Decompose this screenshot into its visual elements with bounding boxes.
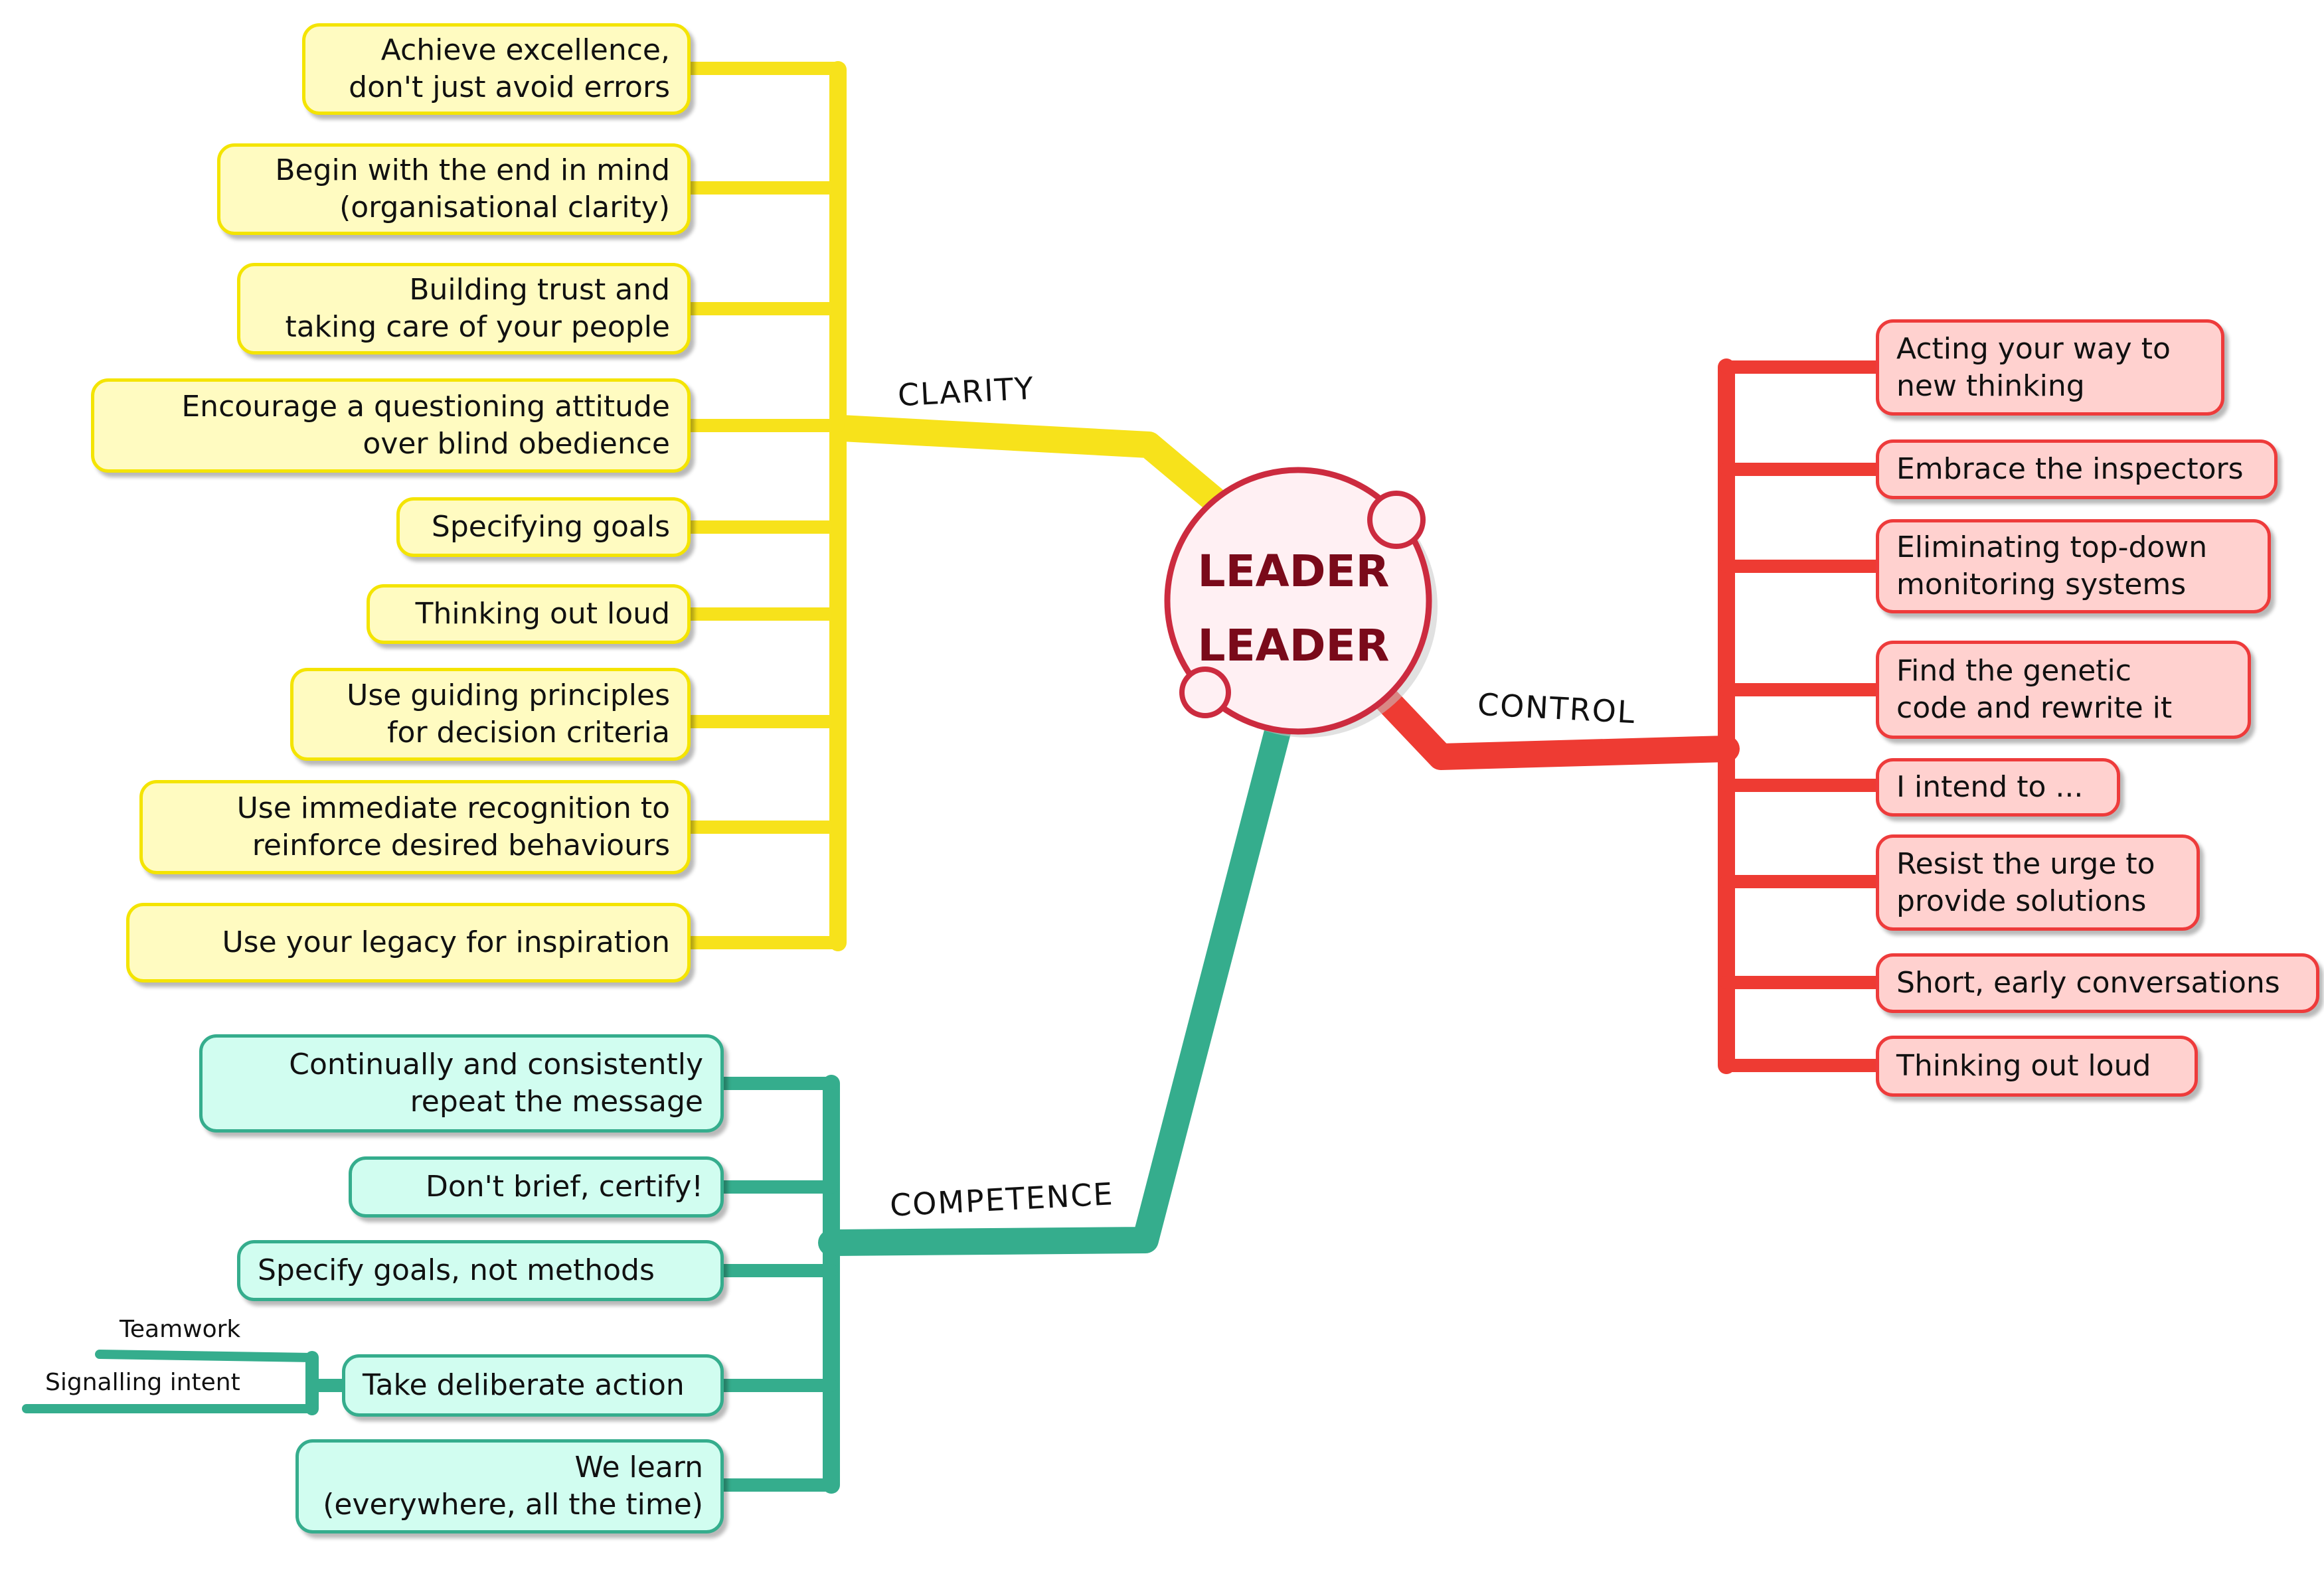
clarity-topic-6[interactable]: Thinking out loud xyxy=(367,584,691,644)
clarity-branch-label[interactable]: CLARITY xyxy=(896,370,1036,414)
control-topic-3-label: Eliminating top-down monitoring systems xyxy=(1896,530,2208,601)
control-topic-8-label: Thinking out loud xyxy=(1896,1049,2151,1083)
control-connectors xyxy=(1365,358,1886,1074)
control-topic-7[interactable]: Short, early conversations xyxy=(1876,953,2319,1013)
central-topic-shape xyxy=(1164,467,1438,738)
competence-topic-2-label: Don't brief, certify! xyxy=(425,1170,703,1204)
clarity-topic-2[interactable]: Begin with the end in mind (organisation… xyxy=(217,143,691,235)
competence-sub-stem xyxy=(305,1351,349,1415)
competence-sub-teamwork xyxy=(95,1350,317,1362)
clarity-topic-1-label: Achieve excellence, don't just avoid err… xyxy=(349,33,670,104)
control-topic-6-label: Resist the urge to provide solutions xyxy=(1896,846,2155,918)
competence-topic-4[interactable]: Take deliberate action xyxy=(342,1354,724,1417)
control-topic-2-label: Embrace the inspectors xyxy=(1896,452,2244,486)
clarity-topic-7-label: Use guiding principles for decision crit… xyxy=(347,678,670,749)
control-topic-3[interactable]: Eliminating top-down monitoring systems xyxy=(1876,519,2271,613)
clarity-topic-6-label: Thinking out loud xyxy=(415,597,670,631)
competence-topic-3-label: Specify goals, not methods xyxy=(258,1253,655,1287)
competence-topic-2[interactable]: Don't brief, certify! xyxy=(349,1156,724,1218)
control-topic-6[interactable]: Resist the urge to provide solutions xyxy=(1876,834,2200,931)
control-topic-7-label: Short, early conversations xyxy=(1896,966,2280,1000)
control-topic-2[interactable]: Embrace the inspectors xyxy=(1876,439,2278,499)
competence-topic-1-label: Continually and consistently repeat the … xyxy=(289,1048,703,1119)
competence-subtopic-teamwork[interactable]: Teamwork xyxy=(120,1316,241,1343)
control-topic-4-label: Find the genetic code and rewrite it xyxy=(1896,654,2173,725)
clarity-topic-5-label: Specifying goals xyxy=(431,510,670,544)
competence-topic-3[interactable]: Specify goals, not methods xyxy=(237,1240,724,1301)
clarity-topic-9-label: Use your legacy for inspiration xyxy=(222,925,670,959)
competence-subtopic-signalling-intent[interactable]: Signalling intent xyxy=(45,1369,240,1396)
control-topic-1[interactable]: Acting your way to new thinking xyxy=(1876,319,2224,416)
central-topic-line-1: LEADER xyxy=(1197,546,1390,597)
clarity-topic-1[interactable]: Achieve excellence, don't just avoid err… xyxy=(302,23,691,115)
clarity-topic-7[interactable]: Use guiding principles for decision crit… xyxy=(290,668,691,761)
clarity-main-branch xyxy=(829,415,1245,528)
competence-connectors xyxy=(22,690,1298,1494)
clarity-topic-4-label: Encourage a questioning attitude over bl… xyxy=(181,390,670,461)
competence-main-branch xyxy=(818,690,1298,1256)
clarity-topic-9[interactable]: Use your legacy for inspiration xyxy=(126,903,691,982)
competence-topic-4-label: Take deliberate action xyxy=(363,1368,685,1402)
clarity-topic-4[interactable]: Encourage a questioning attitude over bl… xyxy=(91,378,691,473)
control-topic-5-label: I intend to ... xyxy=(1896,770,2084,804)
control-main-branch xyxy=(1365,677,1740,770)
competence-topic-5-label: We learn (everywhere, all the time) xyxy=(323,1451,703,1522)
competence-topic-1[interactable]: Continually and consistently repeat the … xyxy=(199,1034,724,1133)
control-topic-4[interactable]: Find the genetic code and rewrite it xyxy=(1876,641,2251,739)
competence-topic-5[interactable]: We learn (everywhere, all the time) xyxy=(295,1439,724,1533)
control-topic-1-label: Acting your way to new thinking xyxy=(1896,331,2171,403)
clarity-topic-5[interactable]: Specifying goals xyxy=(396,497,691,557)
clarity-topic-3-label: Building trust and taking care of your p… xyxy=(285,273,670,344)
clarity-topic-2-label: Begin with the end in mind (organisation… xyxy=(275,153,670,224)
clarity-topic-8-label: Use immediate recognition to reinforce d… xyxy=(236,791,670,862)
control-topic-5[interactable]: I intend to ... xyxy=(1876,758,2120,817)
control-topic-8[interactable]: Thinking out loud xyxy=(1876,1036,2198,1097)
central-topic-line-2: LEADER xyxy=(1197,620,1390,671)
clarity-topic-8[interactable]: Use immediate recognition to reinforce d… xyxy=(139,780,691,874)
clarity-topic-3[interactable]: Building trust and taking care of your p… xyxy=(237,263,691,354)
central-topic[interactable]: LEADER LEADER xyxy=(1161,534,1426,683)
clarity-connectors xyxy=(684,61,1245,951)
